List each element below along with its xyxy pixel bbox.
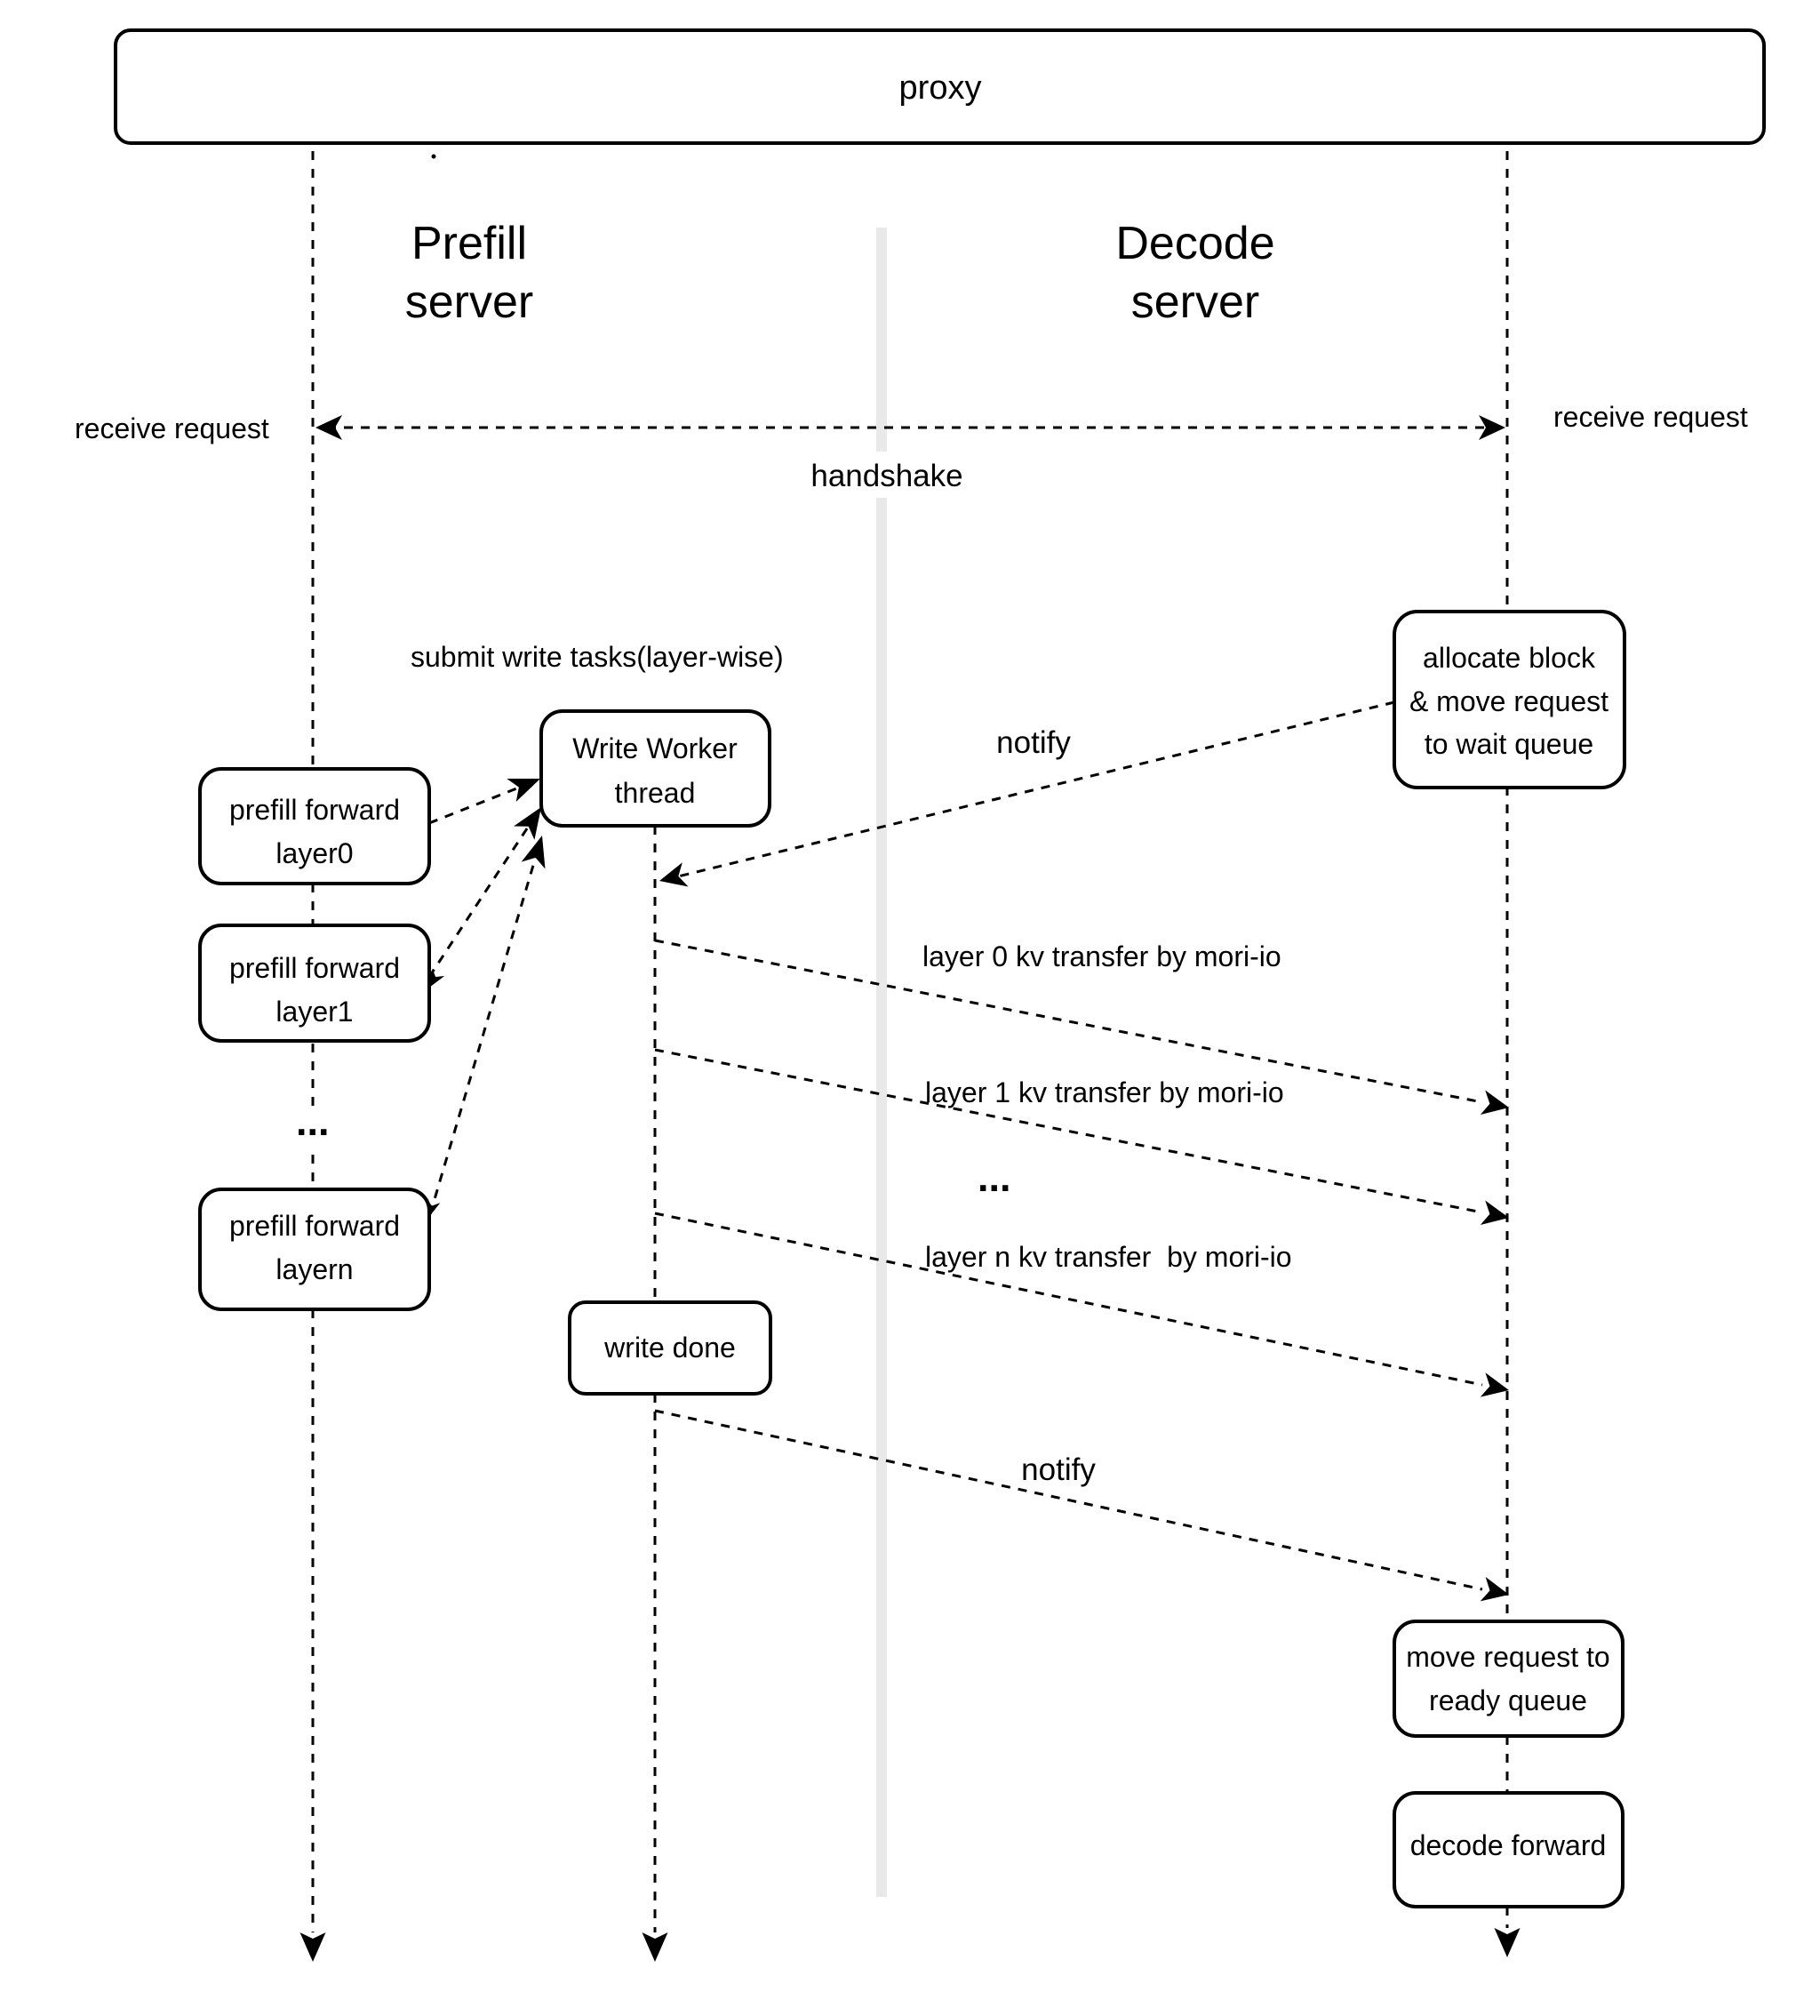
svg-text:handshake: handshake [810, 459, 962, 493]
svg-text:server: server [405, 276, 533, 328]
svg-text:receive request: receive request [1553, 401, 1748, 433]
svg-text:prefill forward: prefill forward [229, 794, 400, 826]
svg-text:to wait queue: to wait queue [1425, 728, 1593, 760]
svg-text:prefill forward: prefill forward [229, 1210, 400, 1242]
svg-text:proxy: proxy [899, 69, 982, 107]
svg-text:Decode: Decode [1115, 218, 1274, 269]
svg-text:receive request: receive request [75, 412, 269, 444]
svg-text:decode forward: decode forward [1410, 1829, 1607, 1861]
svg-text:notify: notify [1021, 1452, 1096, 1487]
svg-text:layer n kv transfer by mori-i: layer n kv transfer by mori-io [925, 1241, 1292, 1273]
svg-text:layer 0 kv transfer by mori-io: layer 0 kv transfer by mori-io [922, 940, 1281, 972]
svg-text:...: ... [296, 1099, 330, 1144]
svg-text:Write Worker: Write Worker [572, 732, 738, 764]
svg-text:submit write tasks(layer-wise): submit write tasks(layer-wise) [411, 641, 784, 673]
svg-text:ready queue: ready queue [1429, 1684, 1587, 1716]
svg-text:& move request: & move request [1409, 685, 1608, 717]
svg-text:prefill forward: prefill forward [229, 952, 400, 984]
svg-text:server: server [1131, 276, 1259, 328]
svg-text:layer0: layer0 [275, 837, 353, 869]
svg-text:...: ... [978, 1155, 1011, 1200]
svg-text:layern: layern [275, 1253, 353, 1285]
svg-text:Prefill: Prefill [411, 218, 527, 269]
svg-text:move request to: move request to [1406, 1641, 1609, 1673]
svg-text:allocate block: allocate block [1423, 642, 1596, 674]
svg-text:layer1: layer1 [275, 996, 353, 1028]
svg-text:layer 1 kv transfer by mori-io: layer 1 kv transfer by mori-io [925, 1076, 1284, 1108]
svg-text:thread: thread [615, 777, 696, 809]
svg-text:write done: write done [603, 1332, 736, 1364]
svg-text:notify: notify [996, 725, 1071, 760]
